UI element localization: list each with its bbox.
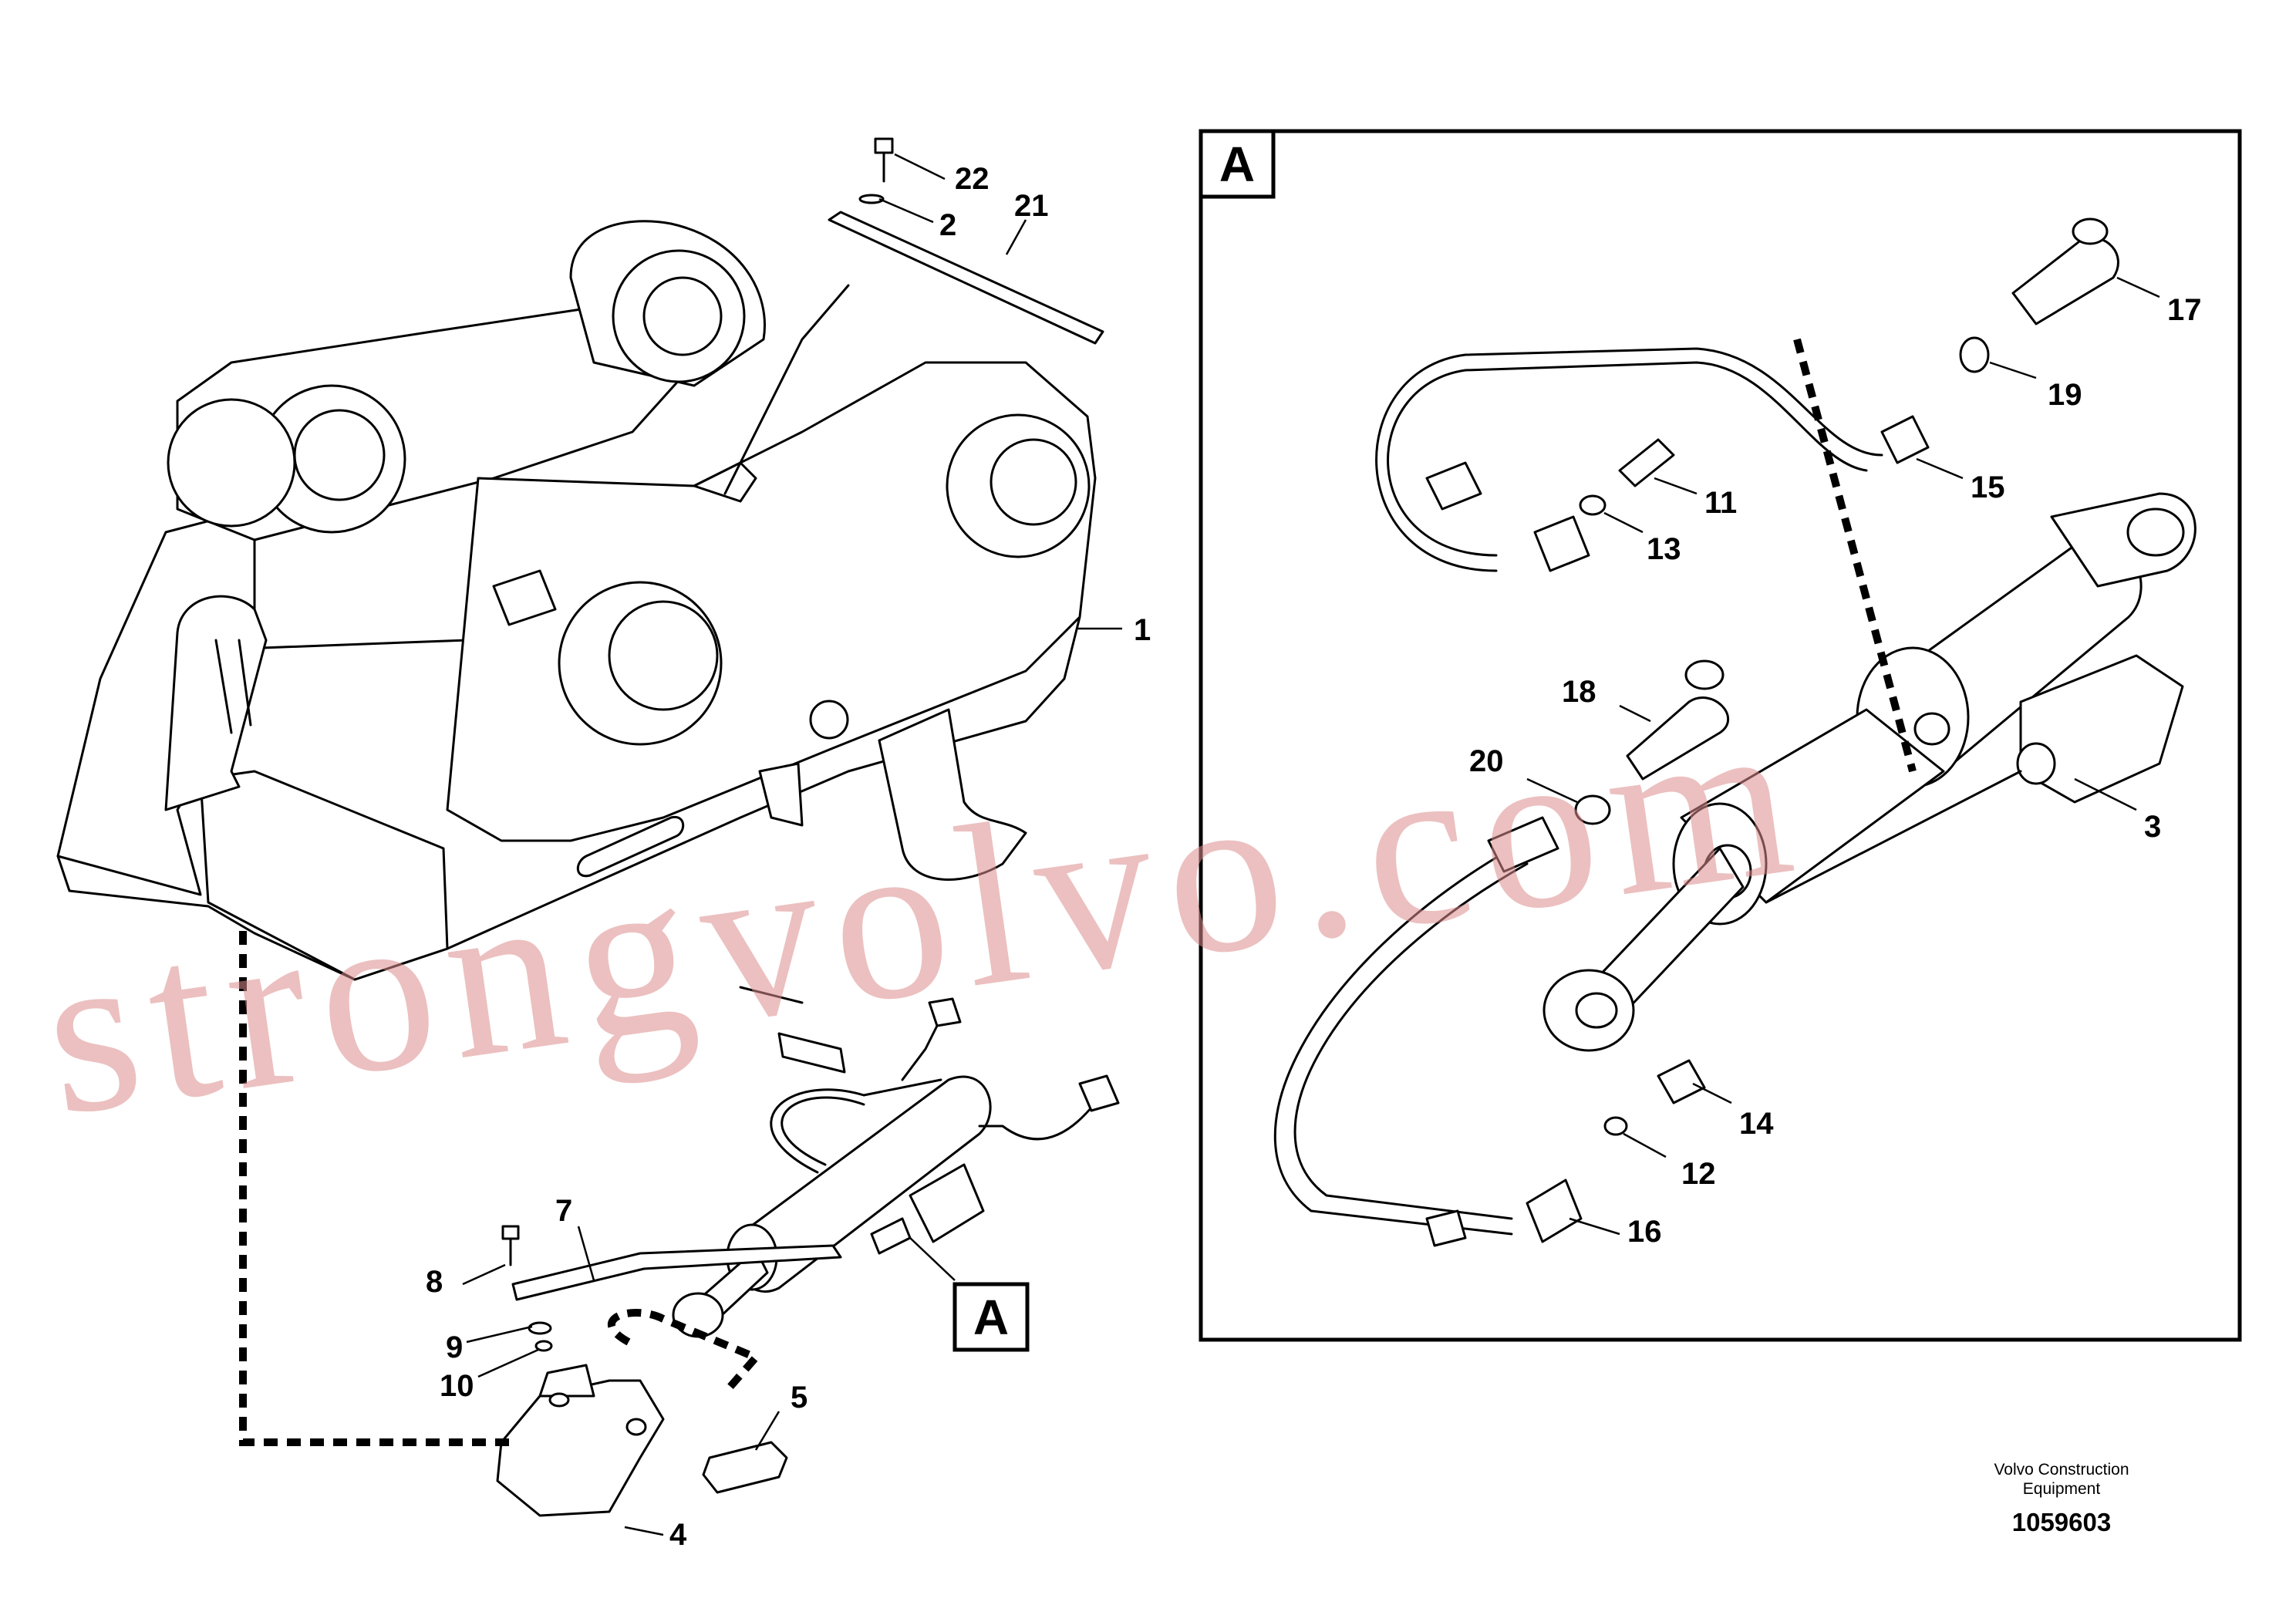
part-label-15: 15 xyxy=(1971,470,2005,504)
part-label-22: 22 xyxy=(955,162,990,196)
part-label-10: 10 xyxy=(440,1369,474,1403)
part-label-14: 14 xyxy=(1739,1107,1774,1141)
screw-22 xyxy=(874,137,894,183)
document-number: 1059603 xyxy=(2012,1508,2111,1536)
part-label-11: 11 xyxy=(1704,486,1737,520)
part-label-8: 8 xyxy=(426,1265,443,1299)
lower-hose xyxy=(1273,816,1583,1247)
footer: Volvo Construction Equipment 1059603 xyxy=(1994,1461,2129,1536)
part-label-1: 1 xyxy=(1134,613,1151,647)
part-label-7: 7 xyxy=(555,1194,572,1228)
adapter-14 xyxy=(1657,1059,1706,1104)
detail-a-callout: A xyxy=(973,1290,1009,1345)
part-label-4: 4 xyxy=(669,1518,687,1552)
detail-a-marker-box xyxy=(1199,129,1276,199)
washer-2 xyxy=(858,194,885,204)
part-label-18: 18 xyxy=(1562,675,1596,709)
leader-lines xyxy=(462,153,2160,1536)
elbow-18 xyxy=(1626,659,1730,781)
detail-a-marker: A xyxy=(1219,137,1255,192)
nut-20 xyxy=(1574,794,1611,825)
cylinder-detail xyxy=(1542,492,2197,1052)
part-label-21: 21 xyxy=(1014,189,1049,223)
strip-plate-21 xyxy=(828,211,1104,345)
quick-coupler-frame xyxy=(56,220,1097,981)
detail-a-frame xyxy=(1199,129,2242,1342)
bracket-4 xyxy=(496,1364,665,1517)
washer-10 xyxy=(534,1340,553,1352)
part-label-19: 19 xyxy=(2048,378,2082,412)
part-label-5: 5 xyxy=(791,1381,807,1415)
o-ring-13 xyxy=(1579,494,1607,516)
bolt-8 xyxy=(501,1225,520,1266)
part-label-9: 9 xyxy=(446,1330,463,1364)
company-line-2: Equipment xyxy=(2023,1480,2101,1498)
upper-hose xyxy=(1375,347,1930,572)
o-ring-12 xyxy=(1603,1116,1628,1136)
company-line-1: Volvo Construction xyxy=(1994,1461,2129,1479)
part-label-12: 12 xyxy=(1681,1157,1716,1191)
lever-7 xyxy=(511,1244,842,1301)
part-label-3: 3 xyxy=(2144,810,2161,844)
part-labels: 1 2 3 4 5 7 8 9 10 11 12 13 14 15 16 17 … xyxy=(426,162,2202,1552)
part-label-16: 16 xyxy=(1627,1215,1662,1249)
elbow-17 xyxy=(2011,218,2119,325)
detail-dashed-connector xyxy=(1793,338,1917,773)
detail-a-callout-box xyxy=(952,1282,1030,1352)
adapter-11 xyxy=(1618,438,1675,487)
part-label-17: 17 xyxy=(2167,293,2202,327)
washer-9 xyxy=(528,1321,552,1335)
dashed-link-rod xyxy=(608,1308,763,1391)
part-label-2: 2 xyxy=(939,208,956,242)
part-label-20: 20 xyxy=(1469,744,1504,778)
pin-5 xyxy=(702,1441,788,1494)
part-label-13: 13 xyxy=(1647,532,1681,566)
adapter-19 xyxy=(1959,336,1990,373)
dashed-link-bracket xyxy=(239,926,509,1446)
